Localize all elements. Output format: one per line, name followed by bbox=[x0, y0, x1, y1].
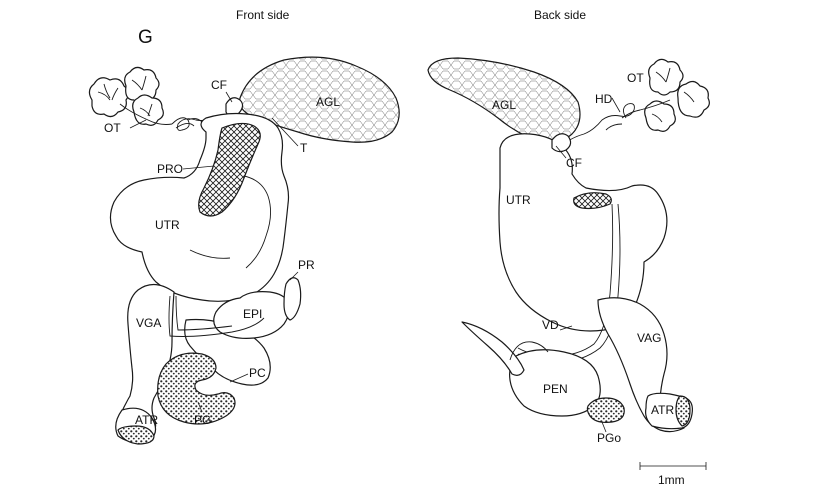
back-leader-hd bbox=[611, 97, 621, 113]
back-side-title: Back side bbox=[534, 8, 586, 22]
front-label-agl: AGL bbox=[316, 95, 340, 109]
front-ovotestis bbox=[88, 66, 173, 126]
back-label-ot: OT bbox=[627, 71, 644, 85]
scale-bar-label: 1mm bbox=[658, 473, 685, 487]
front-label-utr: UTR bbox=[155, 218, 180, 232]
back-uterus bbox=[498, 133, 668, 332]
front-penial-retractor bbox=[283, 277, 302, 321]
front-hermaphroditic-duct bbox=[171, 115, 221, 131]
back-prostate bbox=[573, 192, 612, 210]
front-leader-cf bbox=[225, 91, 233, 103]
front-label-epi: EPI bbox=[243, 307, 262, 321]
front-leader-t bbox=[271, 117, 299, 147]
back-leader-vd bbox=[559, 325, 573, 331]
front-label-cf: CF bbox=[211, 78, 227, 92]
back-penial-gland bbox=[586, 397, 625, 423]
front-epiphallus bbox=[213, 291, 290, 339]
back-label-atr: ATR bbox=[651, 403, 674, 417]
front-prostate bbox=[198, 122, 261, 217]
front-side-title: Front side bbox=[236, 8, 290, 22]
panel-letter: G bbox=[138, 27, 153, 48]
front-label-ot: OT bbox=[104, 121, 121, 135]
back-label-agl: AGL bbox=[492, 98, 516, 112]
back-carrefour bbox=[551, 133, 572, 153]
front-leader-pc bbox=[229, 373, 249, 383]
front-leader-pro bbox=[182, 165, 215, 170]
front-label-pc: PC bbox=[249, 366, 266, 380]
back-label-cf: CF bbox=[566, 156, 582, 170]
back-label-utr: UTR bbox=[506, 193, 531, 207]
back-label-pgo: PGo bbox=[597, 431, 621, 445]
front-label-t: T bbox=[300, 141, 308, 155]
back-label-vd: VD bbox=[542, 318, 559, 332]
back-hermaphroditic-duct bbox=[561, 103, 635, 147]
back-label-vag: VAG bbox=[637, 331, 661, 345]
back-albumen-gland bbox=[427, 57, 581, 144]
front-leader-ot bbox=[129, 119, 147, 129]
back-label-pen: PEN bbox=[543, 382, 568, 396]
back-ovotestis bbox=[621, 58, 710, 132]
front-leader-pr bbox=[289, 271, 299, 281]
front-label-pr: PR bbox=[298, 258, 315, 272]
front-label-pg: PG bbox=[194, 413, 211, 427]
front-side-drawing bbox=[88, 56, 400, 445]
back-penis bbox=[509, 349, 601, 417]
front-leader-pg bbox=[197, 401, 203, 413]
scale-bar: 1mm bbox=[639, 462, 707, 487]
front-penial-gland bbox=[157, 352, 236, 425]
back-side-drawing bbox=[427, 57, 710, 433]
front-label-atr: ATR bbox=[135, 413, 158, 427]
back-penial-sheath bbox=[461, 321, 525, 376]
back-leader-pgo bbox=[601, 421, 607, 433]
front-label-vga: VGA bbox=[136, 316, 161, 330]
front-label-pro: PRO bbox=[157, 162, 183, 176]
back-leader-cf bbox=[555, 145, 567, 159]
back-label-hd: HD bbox=[595, 92, 613, 106]
scale-bar-line bbox=[639, 462, 707, 470]
